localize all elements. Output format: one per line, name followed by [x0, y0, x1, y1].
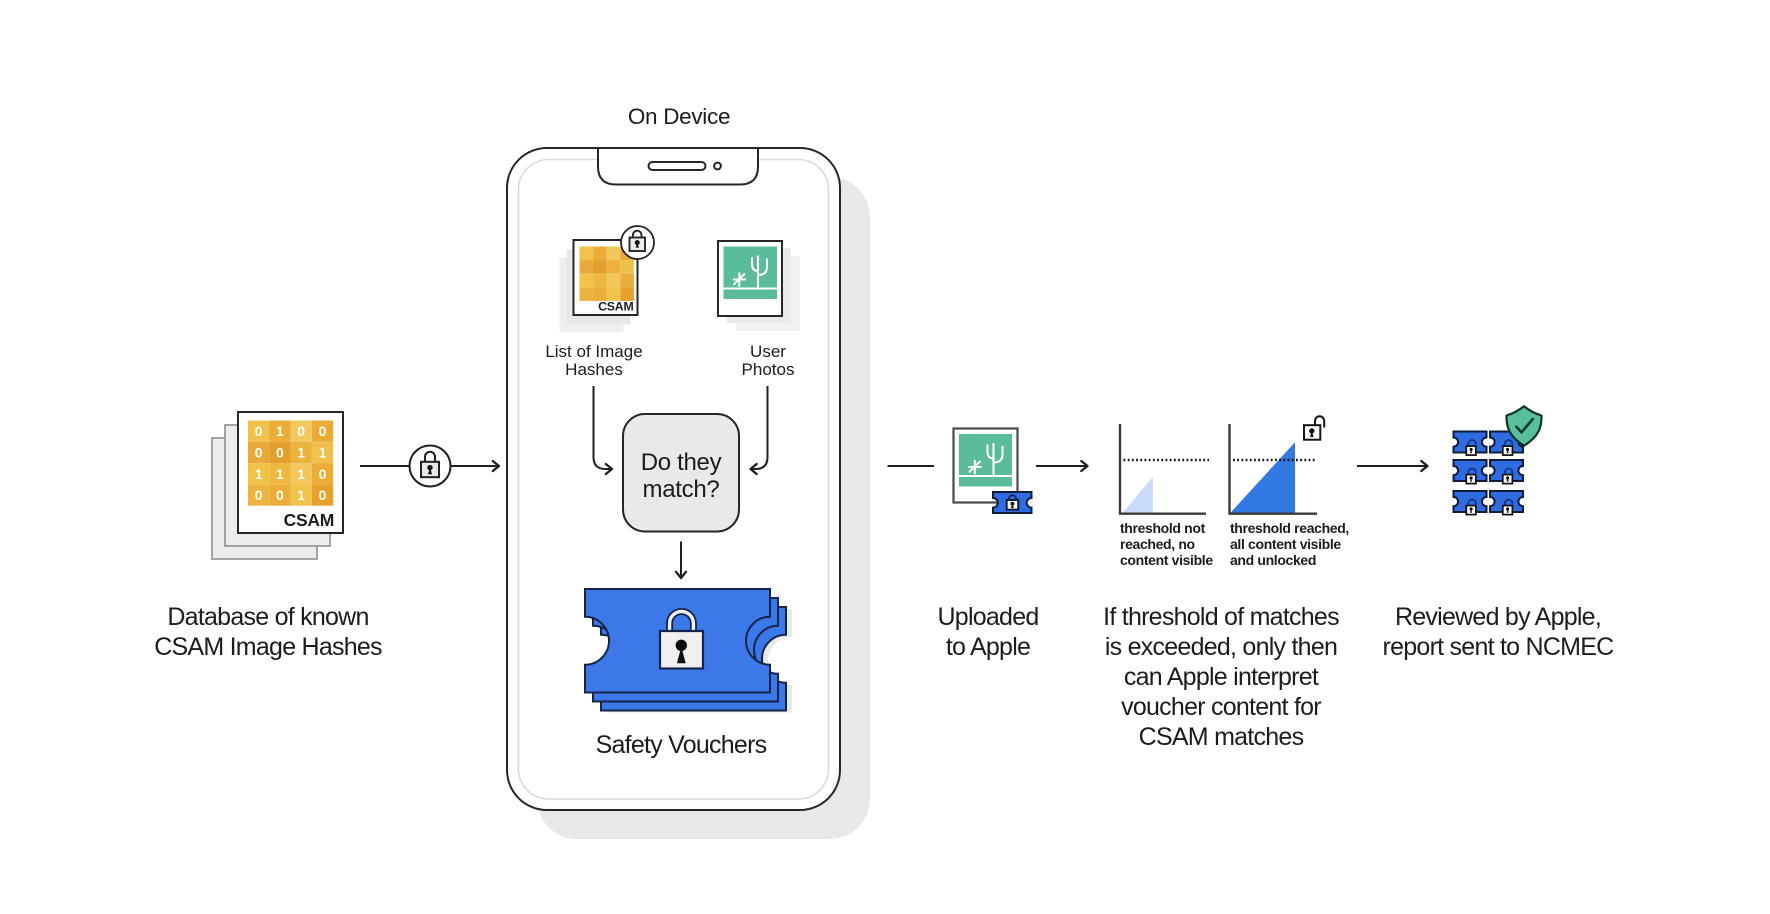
- svg-text:1: 1: [255, 466, 263, 482]
- svg-text:Hashes: Hashes: [565, 360, 623, 379]
- svg-text:List of Image: List of Image: [545, 342, 642, 361]
- svg-text:threshold reached,: threshold reached,: [1230, 520, 1349, 536]
- svg-text:can Apple interpret: can Apple interpret: [1124, 663, 1319, 691]
- svg-text:1: 1: [297, 466, 305, 482]
- svg-text:report sent to NCMEC: report sent to NCMEC: [1383, 633, 1615, 661]
- svg-text:0: 0: [319, 423, 327, 439]
- svg-text:Safety Vouchers: Safety Vouchers: [596, 731, 767, 759]
- svg-text:Photos: Photos: [742, 360, 795, 379]
- svg-text:User: User: [750, 342, 786, 361]
- svg-text:If threshold of matches: If threshold of matches: [1103, 603, 1339, 631]
- svg-text:0: 0: [319, 487, 327, 503]
- svg-text:reached, no: reached, no: [1120, 536, 1195, 552]
- svg-text:0: 0: [297, 423, 305, 439]
- svg-text:to Apple: to Apple: [946, 633, 1030, 661]
- svg-text:0: 0: [319, 466, 327, 482]
- svg-text:1: 1: [297, 487, 305, 503]
- svg-text:1: 1: [276, 466, 284, 482]
- svg-text:On Device: On Device: [628, 104, 730, 129]
- svg-text:Uploaded: Uploaded: [937, 603, 1038, 631]
- svg-text:CSAM matches: CSAM matches: [1139, 723, 1304, 751]
- svg-text:voucher content for: voucher content for: [1121, 693, 1321, 721]
- svg-text:CSAM: CSAM: [598, 300, 633, 314]
- svg-text:0: 0: [255, 423, 263, 439]
- svg-text:0: 0: [255, 444, 263, 460]
- svg-text:1: 1: [276, 423, 284, 439]
- svg-text:Do they: Do they: [641, 449, 722, 476]
- svg-text:all content visible: all content visible: [1230, 536, 1341, 552]
- svg-text:CSAM: CSAM: [284, 510, 334, 530]
- svg-text:0: 0: [276, 487, 284, 503]
- svg-text:threshold not: threshold not: [1120, 520, 1206, 536]
- svg-text:match?: match?: [643, 476, 720, 503]
- svg-text:1: 1: [297, 444, 305, 460]
- svg-text:1: 1: [319, 444, 327, 460]
- svg-text:and unlocked: and unlocked: [1230, 552, 1316, 568]
- svg-text:Database of known: Database of known: [167, 603, 368, 631]
- svg-text:0: 0: [255, 487, 263, 503]
- svg-text:Reviewed by Apple,: Reviewed by Apple,: [1395, 603, 1601, 631]
- svg-text:content visible: content visible: [1120, 552, 1213, 568]
- svg-text:CSAM Image Hashes: CSAM Image Hashes: [154, 633, 382, 661]
- svg-text:0: 0: [276, 444, 284, 460]
- svg-text:is exceeded, only then: is exceeded, only then: [1105, 633, 1337, 661]
